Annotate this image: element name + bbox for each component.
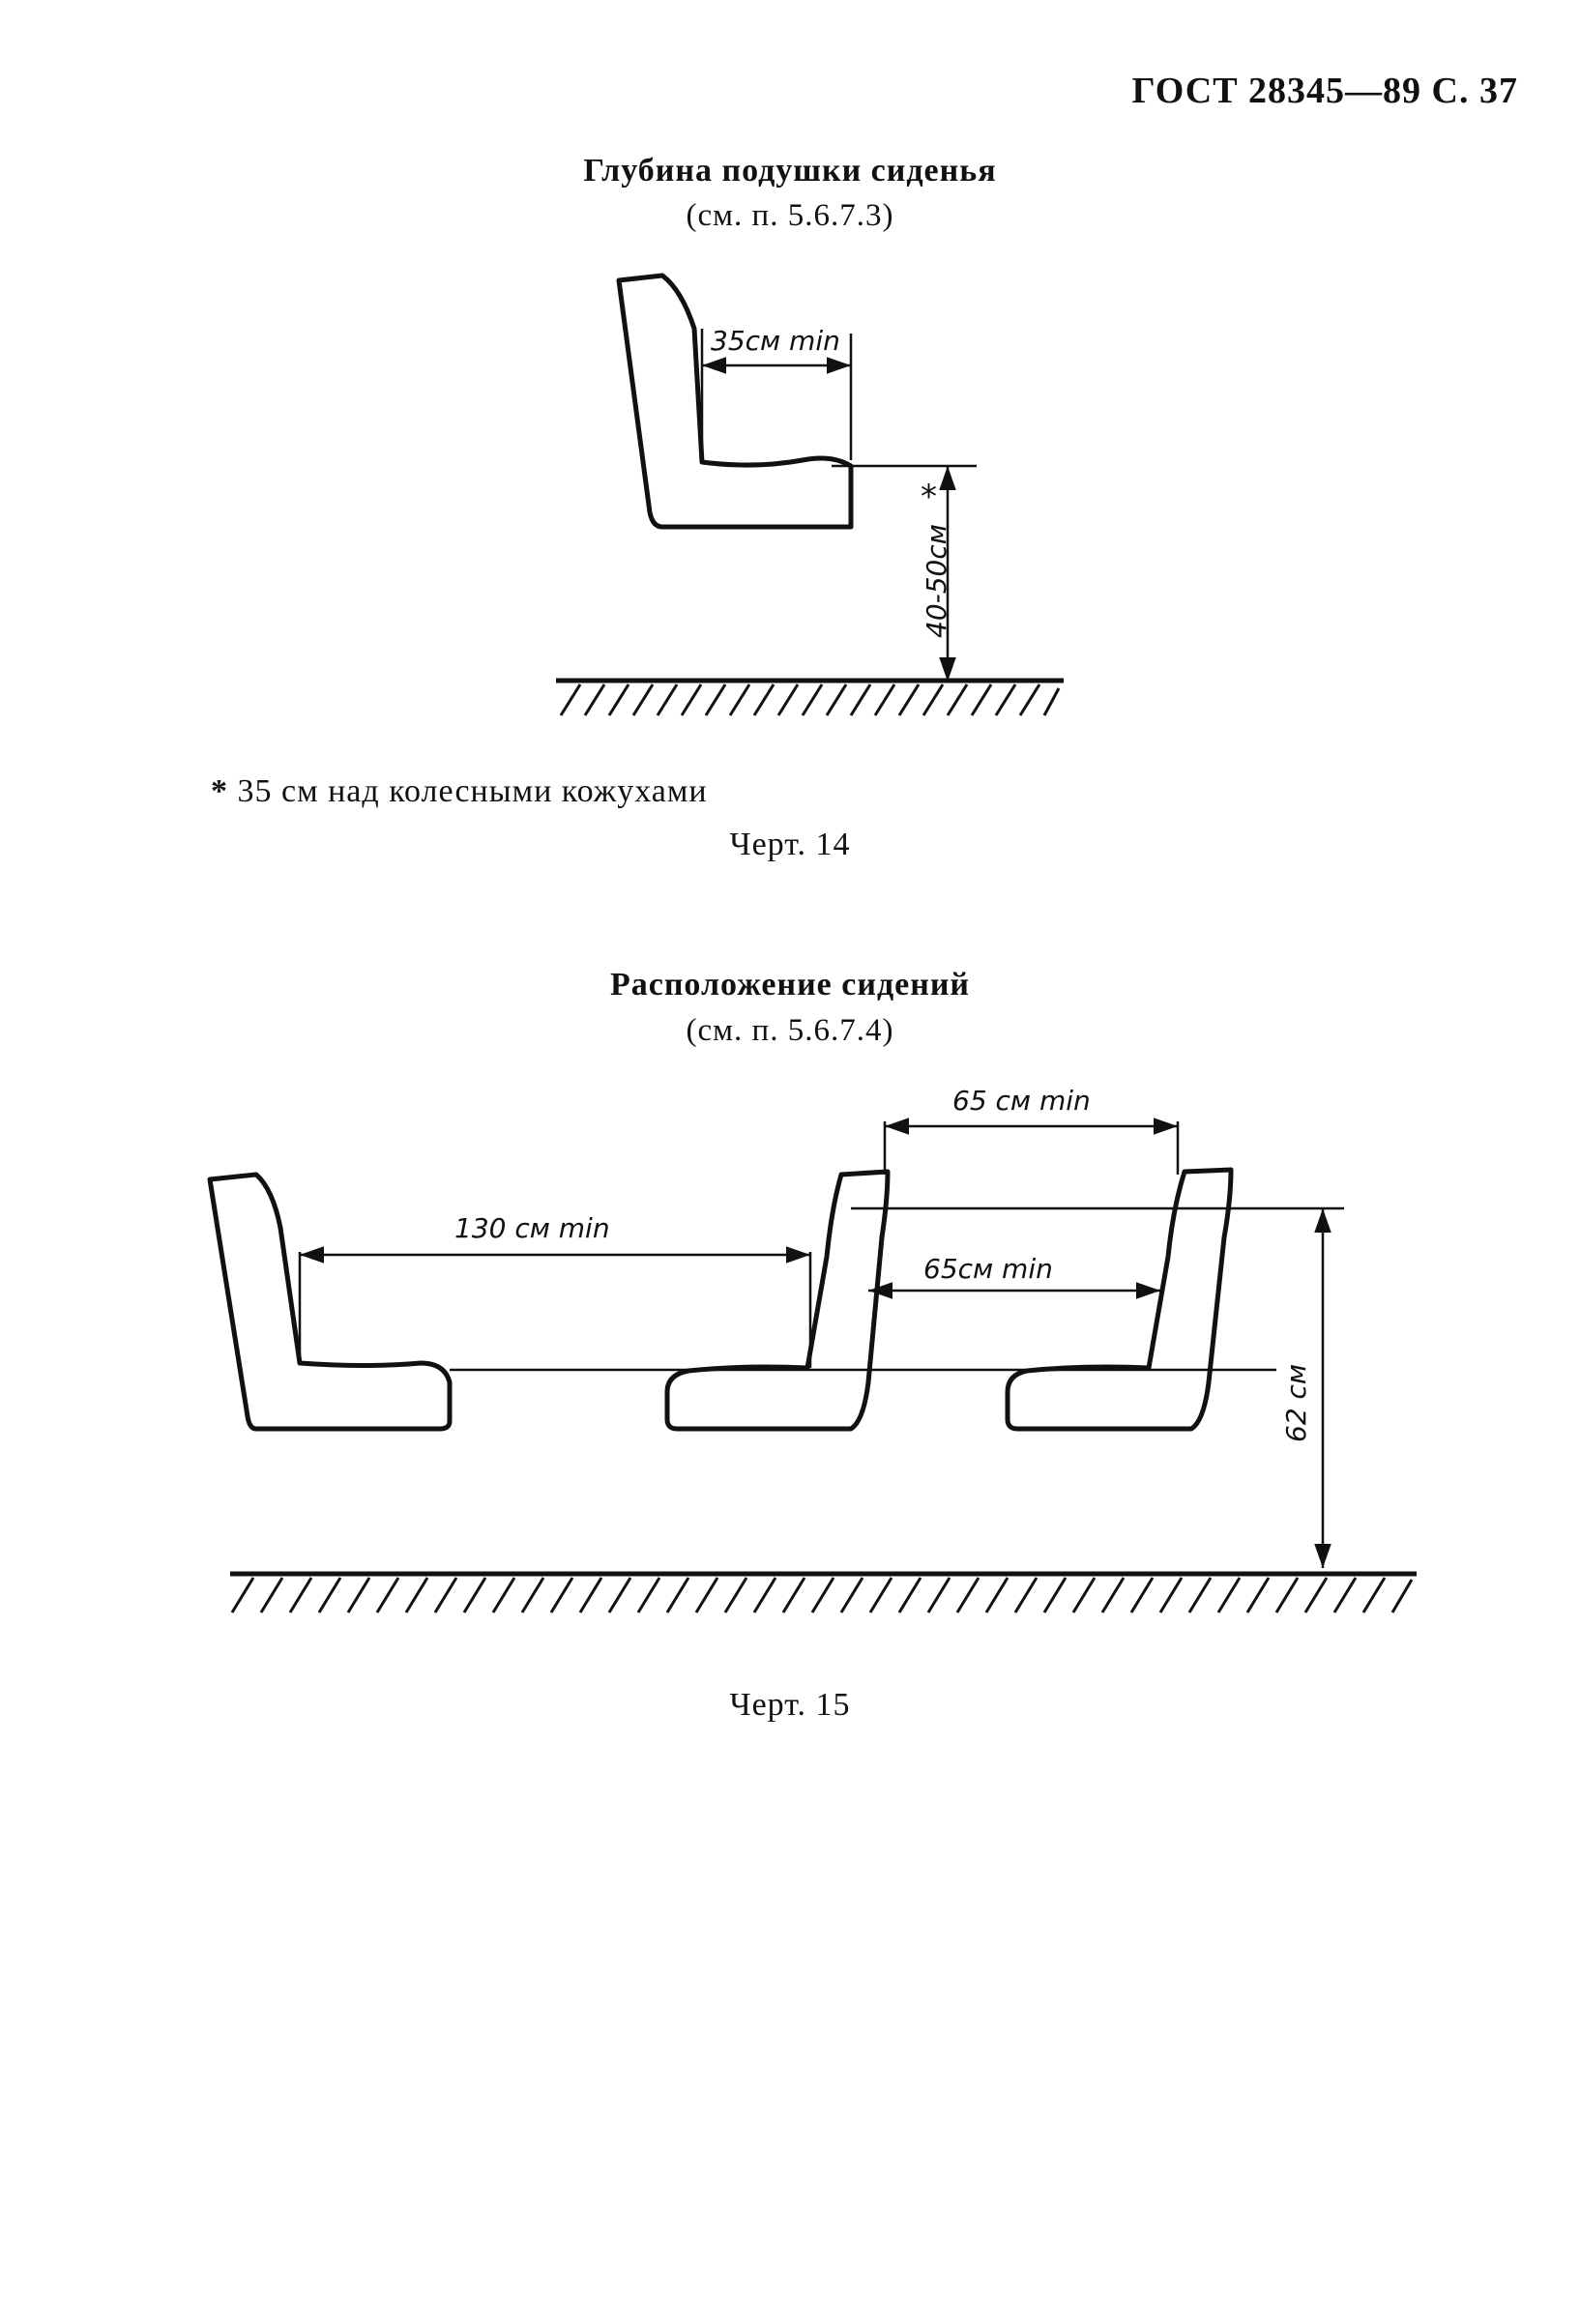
footnote-text: 35 см над колесными кожухами — [237, 773, 708, 809]
dimension-lines-fig15 — [298, 1118, 1344, 1568]
figure15-title: Расположение сидений — [609, 967, 971, 1002]
figure14-title: Глубина подушки сиденья — [583, 153, 997, 189]
figure14-caption: Черт. 14 — [729, 827, 851, 862]
dim-spacing-top-label: 65 см min — [952, 1085, 1091, 1117]
figure14-reference: (см. п. 5.6.7.3) — [686, 198, 894, 233]
figure15-reference: (см. п. 5.6.7.4) — [686, 1013, 894, 1048]
seat-outline — [616, 273, 854, 530]
figure14-drawing: 35см min 40-50см * — [556, 273, 1064, 716]
seat-3 — [1005, 1167, 1234, 1432]
seat-2 — [664, 1169, 891, 1432]
dim-star: * — [921, 478, 937, 516]
figure15-caption: Черт. 15 — [729, 1687, 851, 1723]
seat-1 — [207, 1172, 453, 1432]
footnote: * 35 см над колесными кожухами — [211, 773, 708, 810]
ground-hatching-fig15 — [230, 1571, 1417, 1613]
dim-height-label: 40-50см — [921, 524, 952, 638]
dim-spacing-large-label: 130 см min — [454, 1212, 610, 1244]
dimension-lines-fig14 — [700, 329, 977, 682]
figure15-drawing: 130 см min 65 см min 65см min 62 см — [207, 1085, 1417, 1613]
dim-spacing-mid-label: 65см min — [923, 1253, 1053, 1285]
ground-hatching-fig14 — [556, 678, 1064, 716]
dim-depth-label: 35см min — [711, 325, 840, 357]
footnote-mark: * — [211, 773, 228, 809]
dim-height-label-fig15: 62 см — [1280, 1364, 1312, 1442]
page-header: ГОСТ 28345—89 С. 37 — [1131, 71, 1518, 111]
